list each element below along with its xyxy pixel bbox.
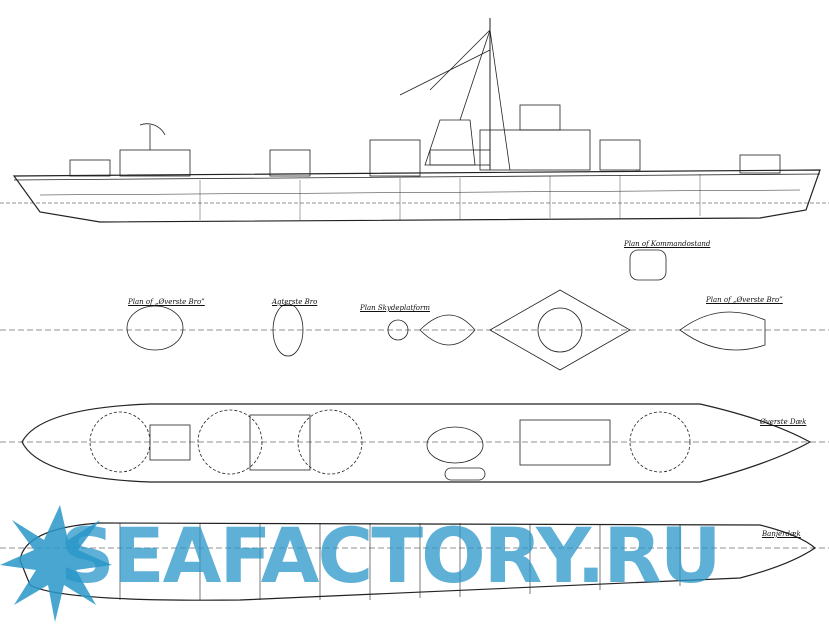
label-overste-daek: Øverste Dæk [760, 418, 807, 426]
watermark-text: SEAFACTORY.RU [60, 511, 722, 600]
watermark-star-icon [0, 505, 112, 622]
side-profile [0, 18, 829, 223]
label-gun-platform: Plan of „Øverste Bro” [128, 298, 205, 306]
label-gun-small: Agterste Bro [272, 298, 318, 306]
lower-deck-plan [0, 522, 829, 601]
upper-deck-plan [0, 403, 829, 483]
label-searchlight: Plan Skydeplatform [360, 304, 430, 312]
label-kommandostand: Plan of Kommandostand [624, 240, 711, 248]
label-banjerdaek: Banjerdæk [762, 530, 801, 538]
label-overste-bro: Plan of „Øverste Bro” [706, 296, 783, 304]
detail-plans [0, 249, 829, 371]
